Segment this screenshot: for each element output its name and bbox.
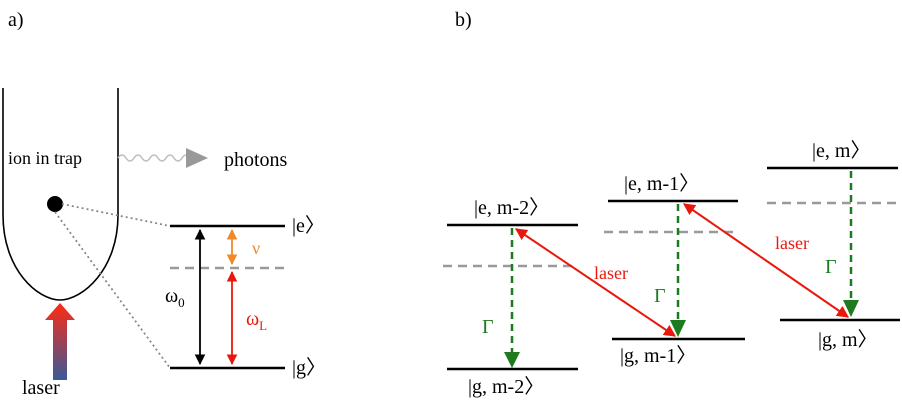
state-g-m-2-label: |g, m-2〉 bbox=[468, 376, 544, 398]
state-g-m-1-label: |g, m-1〉 bbox=[620, 345, 696, 367]
omega0-label: ω0 bbox=[165, 285, 185, 310]
photons-label: photons bbox=[224, 149, 288, 171]
state-g-m-label: |g, m〉 bbox=[818, 329, 878, 351]
panel-a-label: a) bbox=[8, 9, 24, 31]
gamma-label-m-2: Γ bbox=[482, 316, 494, 338]
state-e-m-label: |e, m〉 bbox=[812, 140, 870, 162]
trap-label: ion in trap bbox=[8, 148, 82, 168]
gamma-label-m-1: Γ bbox=[654, 285, 666, 307]
decay-arrow-m-2-head bbox=[504, 352, 520, 368]
gamma-label-m: Γ bbox=[825, 256, 837, 278]
state-e-label: |e〉 bbox=[292, 215, 325, 237]
state-g-label: |g〉 bbox=[292, 357, 326, 379]
laser-arrow-1 bbox=[515, 228, 676, 337]
ion-trap bbox=[2, 88, 119, 301]
nu-label: ν bbox=[252, 238, 260, 258]
laser-arrow-2 bbox=[683, 203, 849, 318]
omegaL-label: ωL bbox=[246, 308, 267, 333]
laser-label-b1: laser bbox=[594, 263, 628, 283]
panel-b-label: b) bbox=[455, 9, 472, 31]
state-e-m-2-label: |e, m-2〉 bbox=[474, 197, 549, 219]
photon-wave bbox=[117, 154, 199, 162]
laser-label-a: laser bbox=[22, 377, 60, 399]
zoom-line-top bbox=[61, 203, 171, 227]
laser-beam-arrow bbox=[45, 303, 75, 380]
state-e-m-1-label: |e, m-1〉 bbox=[624, 173, 699, 195]
laser-label-b2: laser bbox=[775, 233, 809, 253]
ion-dot bbox=[47, 196, 63, 212]
photon-arrow-head bbox=[186, 148, 208, 168]
zoom-line-bottom bbox=[54, 211, 171, 369]
